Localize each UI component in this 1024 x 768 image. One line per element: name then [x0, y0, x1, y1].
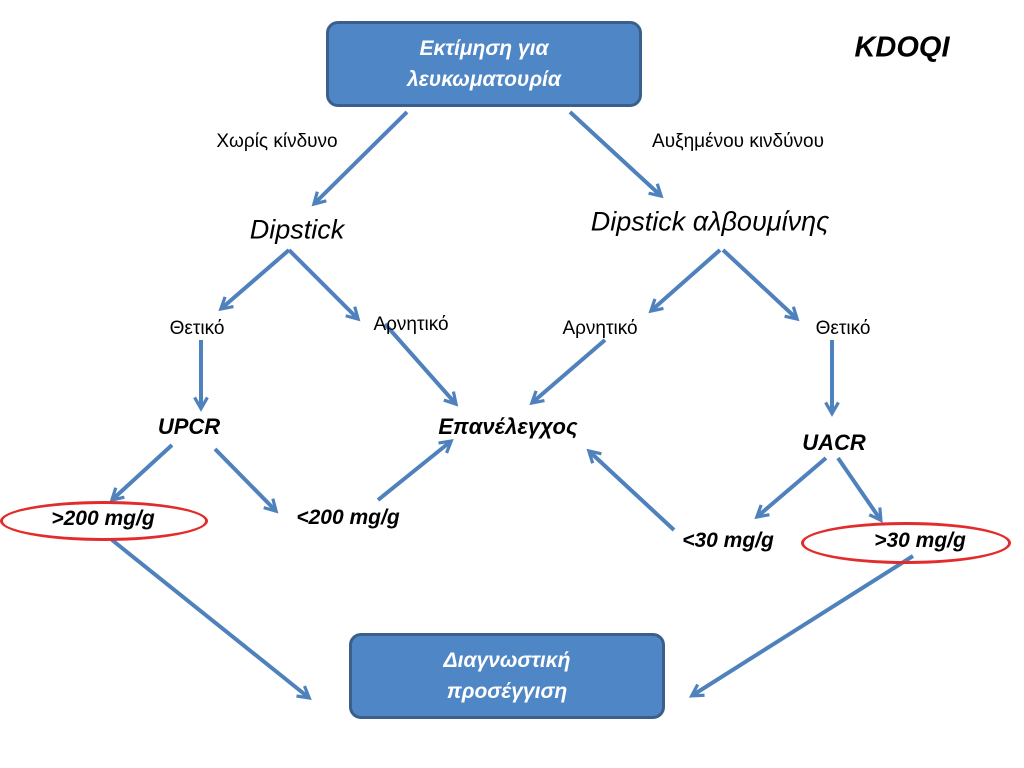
no-risk-label: Χωρίς κίνδυνο: [216, 131, 338, 152]
arrow-upcr-to-low: [213, 447, 279, 514]
right-positive-label: Θετικό: [815, 318, 871, 339]
kdoqi-title: KDOQI: [854, 31, 950, 64]
assessment-line-1: Εκτίμηση για: [419, 37, 549, 60]
highlight-oval-200: [0, 501, 208, 541]
highlight-oval-30: [801, 522, 1011, 564]
arrow-uacr-to-high: [836, 456, 883, 523]
arrow-dipstick-negative: [287, 248, 361, 322]
assessment-line-2: λευκωματουρία: [407, 68, 561, 91]
diagnostic-line-2: προσέγγιση: [446, 680, 568, 703]
diagnostic-box: Διαγνωστική προσέγγιση: [349, 633, 665, 719]
left-positive-label: Θετικό: [169, 318, 225, 339]
high-risk-label: Αυξημένου κινδύνου: [652, 131, 824, 152]
left-negative-label: Αρνητικό: [373, 314, 449, 335]
arrow-low30-to-recheck: [586, 448, 676, 532]
arrow-dipstick-positive: [218, 248, 291, 312]
arrow-upcr-to-high: [109, 443, 174, 503]
arrow-uacr-to-low: [754, 456, 828, 520]
arrow-negative-to-recheck: [383, 322, 459, 407]
arrow-high30-to-diagnostic: [688, 554, 915, 698]
uacr-high-value: >30 mg/g: [874, 529, 966, 552]
arrow-albumin-positive: [721, 248, 800, 322]
upcr-node: UPCR: [157, 414, 221, 439]
recheck-node: Επανέλεγχος: [438, 414, 578, 439]
diagnostic-line-1: Διαγνωστική: [443, 649, 571, 672]
dipstick-albumin-node: Dipstick αλβουμίνης: [590, 206, 830, 237]
arrow-high200-to-diagnostic: [110, 538, 312, 701]
upcr-high-value: >200 mg/g: [51, 507, 155, 530]
arrow-albumin-negative: [648, 248, 722, 314]
upcr-low-value: <200 mg/g: [296, 506, 400, 529]
uacr-low-value: <30 mg/g: [682, 529, 774, 552]
arrow-albumin-negative-to-recheck: [529, 338, 607, 406]
assessment-box: Εκτίμηση για λευκωματουρία: [326, 21, 642, 107]
arrow-to-dipstick-albumin: [568, 110, 664, 199]
arrow-to-dipstick: [311, 110, 409, 207]
uacr-node: UACR: [802, 430, 866, 455]
right-negative-label: Αρνητικό: [562, 318, 638, 339]
arrow-low200-to-recheck: [376, 438, 454, 502]
dipstick-node: Dipstick: [249, 214, 345, 245]
